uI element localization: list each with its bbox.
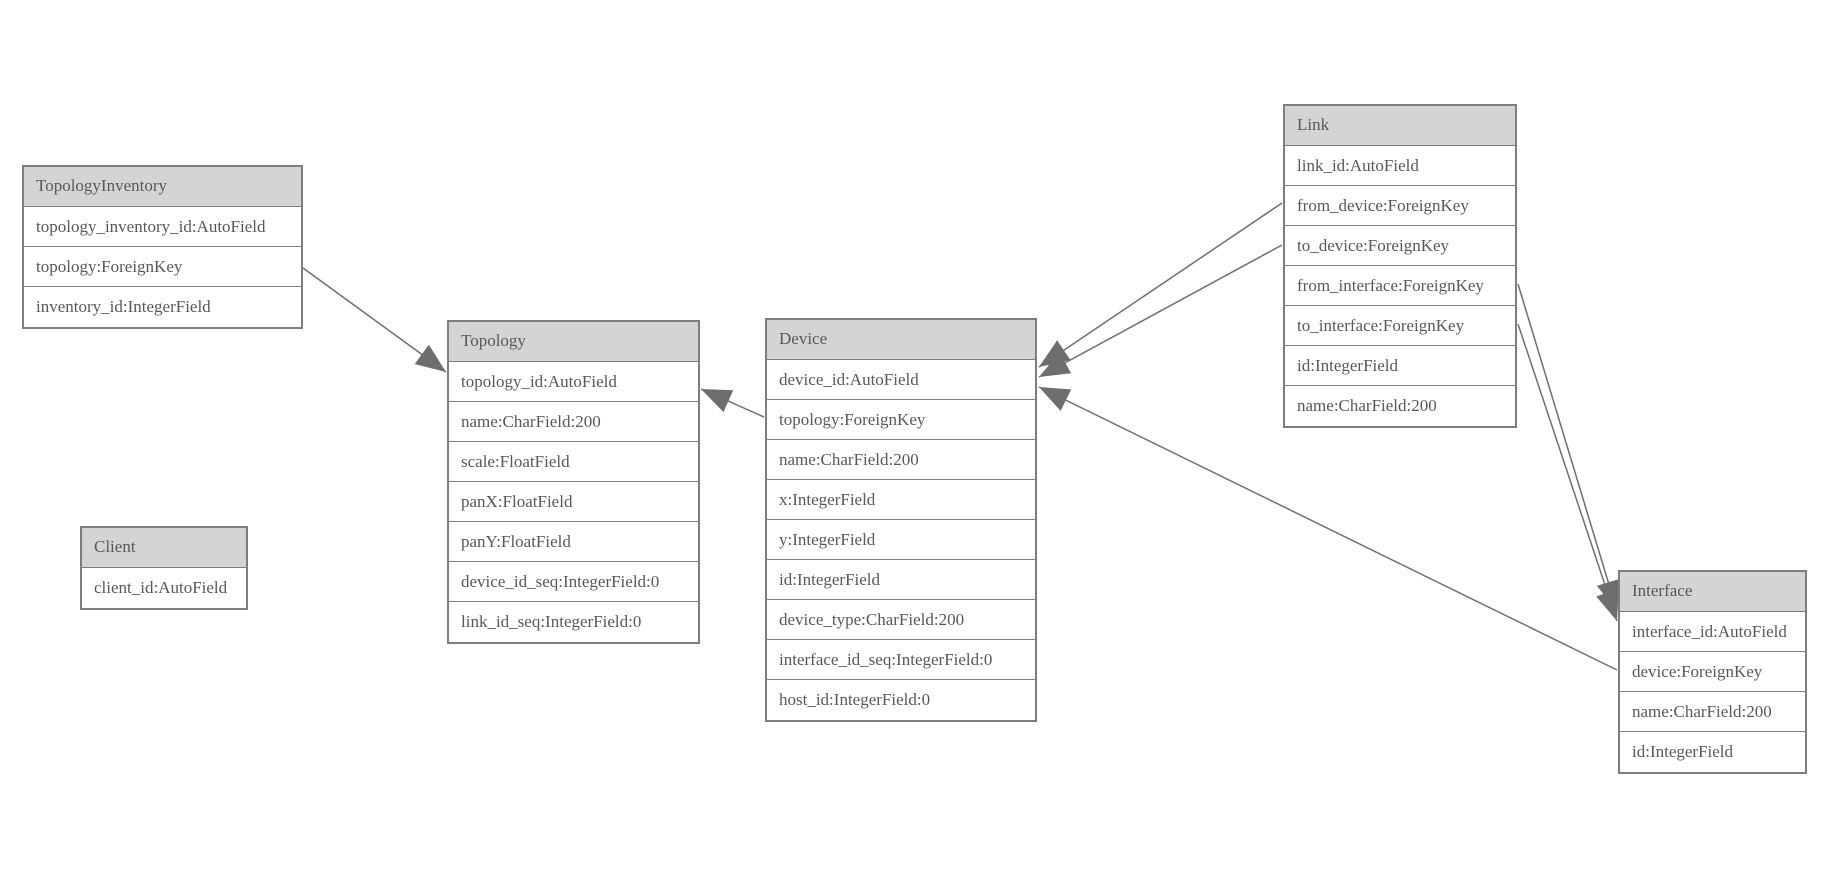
entity-field-row: client_id:AutoField [94, 578, 228, 597]
entity-field-row: from_device:ForeignKey [1285, 186, 1515, 226]
entity-field-row: to_device:ForeignKey [1285, 226, 1515, 266]
entity-field-row: name:CharField:200 [449, 402, 698, 442]
entity-field-row: inventory_id:IntegerField [36, 297, 211, 316]
entity-field-row: topology:ForeignKey [767, 400, 1035, 440]
entity-field-row: link_id_seq:IntegerField:0 [461, 612, 642, 631]
entity-field-row: host_id:IntegerField:0 [779, 690, 931, 709]
device-topology-arrow [700, 388, 765, 418]
connectors-group [302, 202, 1620, 671]
entity-field-row: from_interface:ForeignKey [1285, 266, 1515, 306]
link-to-interface-arrow [1517, 323, 1619, 622]
topologyinventory-topology-arrow [302, 267, 447, 373]
entity-field-row: id:IntegerField [767, 560, 1035, 600]
entity-field-row: scale:FloatField [449, 442, 698, 482]
entity-field-row: id:IntegerField [1285, 346, 1515, 386]
entity-field-row: topology_id:AutoField [449, 362, 698, 402]
link-to-device-arrow [1038, 244, 1283, 378]
entity-field-row: topology_inventory_id:AutoField [24, 207, 301, 247]
entity-field-row: topology:ForeignKey [24, 247, 301, 287]
entity-field-row: link_id:AutoField [1285, 146, 1515, 186]
entity-field-row: device_type:CharField:200 [767, 600, 1035, 640]
entity-field-row: panX:FloatField [449, 482, 698, 522]
entity-title-topology-inventory: TopologyInventory [24, 167, 301, 207]
link-from-interface-arrow [1517, 283, 1620, 612]
entity-field-row: name:CharField:200 [1620, 692, 1805, 732]
entity-title-interface: Interface [1620, 572, 1805, 612]
entity-title-device: Device [767, 320, 1035, 360]
entity-field-row: x:IntegerField [767, 480, 1035, 520]
entity-title-link: Link [1285, 106, 1515, 146]
entity-title-topology: Topology [449, 322, 698, 362]
interface-device-arrow [1038, 386, 1618, 671]
entity-title-client: Client [82, 528, 246, 568]
entity-field-row: panY:FloatField [449, 522, 698, 562]
link-from-device-arrow [1038, 202, 1283, 368]
entity-field-row: interface_id_seq:IntegerField:0 [767, 640, 1035, 680]
entity-field-row: interface_id:AutoField [1620, 612, 1805, 652]
entity-field-row: name:CharField:200 [1297, 396, 1437, 415]
entity-field-row: device_id:AutoField [767, 360, 1035, 400]
entity-field-row: device:ForeignKey [1620, 652, 1805, 692]
entity-field-row: id:IntegerField [1632, 742, 1734, 761]
entity-field-row: device_id_seq:IntegerField:0 [449, 562, 698, 602]
entity-client: Client client_id:AutoField [80, 526, 248, 610]
entity-field-row: to_interface:ForeignKey [1285, 306, 1515, 346]
entity-field-row: y:IntegerField [767, 520, 1035, 560]
entity-field-row: name:CharField:200 [767, 440, 1035, 480]
